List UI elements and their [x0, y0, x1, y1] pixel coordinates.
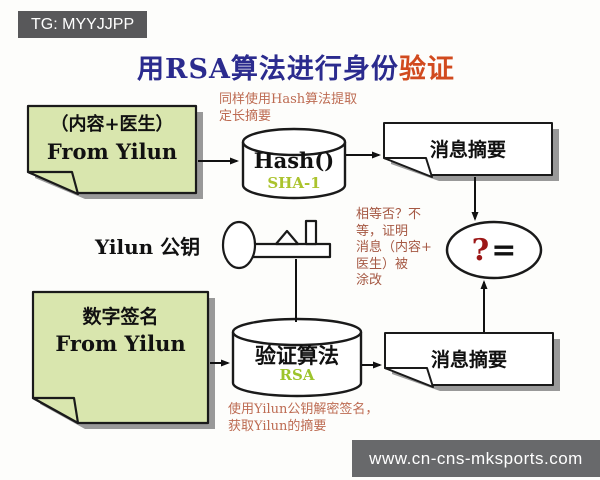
- footer-url: www.cn-cns-mksports.com: [352, 440, 600, 477]
- compare-annotation-line3: 消息（内容+: [356, 240, 432, 255]
- key-label: Yilun 公钥: [95, 235, 201, 259]
- hash-annotation-line2: 定长摘要: [219, 109, 272, 124]
- compare-annotation-line5: 涂改: [356, 273, 383, 288]
- hash-cylinder-label: Hash(): [253, 148, 335, 173]
- title-highlight: 验证: [398, 54, 455, 85]
- hash-cylinder-sublabel: SHA-1: [267, 174, 321, 192]
- verify-annotation: 使用Yilun公钥解密签名， 获取Yilun的摘要: [228, 401, 378, 435]
- verify-annotation-line2: 获取Yilun的摘要: [228, 419, 327, 434]
- title-main: 用RSA算法进行身份: [137, 54, 399, 85]
- tg-badge: TG: MYYJJPP: [18, 11, 148, 38]
- hash-annotation-line1: 同样使用Hash算法提取: [219, 92, 358, 107]
- signature-note-shape: [31, 290, 210, 425]
- verify-cylinder-sublabel: RSA: [279, 366, 315, 384]
- hash-cylinder-shape: [241, 127, 347, 200]
- source-note-line2: From Yilun: [46, 138, 178, 164]
- compare-annotation: 相等否？不 等，证明 消息（内容+ 医生）被 涂改: [356, 207, 432, 290]
- compare-annotation-line2: 等，证明: [356, 223, 409, 239]
- equals-sign: =: [491, 233, 517, 268]
- signature-note: 数字签名 From Yilun: [33, 300, 208, 360]
- source-note-shape: [26, 104, 198, 196]
- digest-top-shape: [383, 122, 553, 178]
- verify-cylinder-label: 验证算法: [255, 343, 339, 368]
- page-title: 用RSA算法进行身份验证: [0, 47, 592, 86]
- hash-annotation: 同样使用Hash算法提取 定长摘要: [219, 91, 357, 125]
- signature-note-line2: From Yilun: [55, 330, 186, 356]
- compare-symbols: ? =: [447, 223, 541, 278]
- compare-annotation-line1: 相等否？不: [356, 207, 422, 222]
- digest-bottom-shape: [384, 332, 554, 388]
- source-note: （内容+医生） From Yilun: [28, 109, 196, 167]
- source-note-line1: （内容+医生）: [50, 113, 174, 135]
- verify-annotation-line1: 使用Yilun公钥解密签名，: [228, 402, 379, 417]
- digest-top-label: 消息摘要: [429, 138, 506, 161]
- key-icon: [221, 219, 332, 270]
- signature-note-line1: 数字签名: [82, 305, 159, 328]
- digest-bottom-label: 消息摘要: [430, 348, 507, 371]
- compare-ellipse-shape: [445, 220, 543, 280]
- verify-cylinder-shape: [231, 317, 363, 398]
- compare-annotation-line4: 医生）被: [356, 256, 409, 272]
- question-mark: ?: [471, 233, 490, 268]
